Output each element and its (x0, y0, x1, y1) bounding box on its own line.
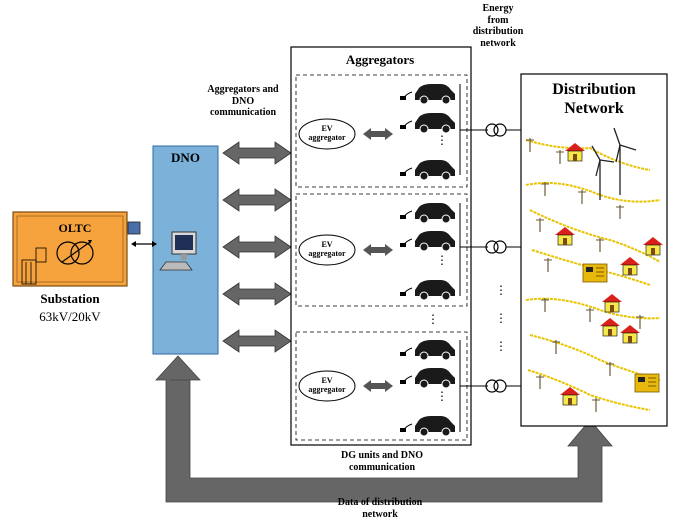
transformer-icon (485, 123, 507, 137)
comm-arrow-3 (222, 235, 292, 259)
comm-arrow-4 (222, 282, 292, 306)
svg-text:⋮: ⋮ (495, 311, 507, 325)
svg-text:⋮: ⋮ (495, 339, 507, 353)
transformer-icon (485, 240, 507, 254)
comm-arrow-2 (222, 188, 292, 212)
ev-aggregator-2-label: EV aggregator (308, 240, 346, 258)
dno-label: DNO (171, 150, 200, 165)
dg-dno-comm-label: DG units and DNO communication (341, 450, 423, 473)
substation-label: Substation (40, 291, 100, 306)
distribution-network-box (520, 73, 668, 427)
transformer-icon (485, 379, 507, 393)
oltc-label: OLTC (58, 221, 92, 235)
ev-aggregator-3 (298, 370, 356, 402)
comm-arrow-5 (222, 329, 292, 353)
svg-text:⋮: ⋮ (427, 312, 439, 326)
generator-icon (582, 263, 608, 283)
comm-arrow-1 (222, 141, 292, 165)
substation-monitor-icon (127, 221, 141, 235)
distribution-network-title: Distribution Network (552, 81, 636, 118)
generator-icon (634, 373, 660, 393)
svg-text:⋮: ⋮ (436, 389, 448, 403)
ev-aggregator-3-label: EV aggregator (308, 376, 346, 394)
wind-turbine-icon (591, 127, 637, 200)
aggregator-group-1 (295, 74, 468, 188)
computer-icon (159, 231, 197, 271)
svg-text:⋮: ⋮ (436, 133, 448, 147)
ev-aggregator-1 (298, 118, 356, 150)
substation-voltage-label: 63kV/20kV (39, 309, 101, 324)
aggregators-dno-comm-label: Aggregators and DNO communication (207, 84, 279, 118)
data-of-distribution-label: Data of distribution network (337, 497, 423, 520)
data-feedback-arrow (155, 355, 613, 503)
aggregators-title: Aggregators (345, 52, 415, 67)
svg-text:⋮: ⋮ (436, 253, 448, 267)
aggregator-group-2 (295, 193, 468, 307)
substation-transformer-icon (12, 211, 128, 287)
energy-from-distribution-label: Energy from distribution network (472, 3, 524, 49)
svg-text:⋮: ⋮ (495, 283, 507, 297)
substation-dno-link (131, 241, 157, 247)
ev-aggregator-2 (298, 234, 356, 266)
ev-aggregator-1-label: EV aggregator (308, 124, 346, 142)
